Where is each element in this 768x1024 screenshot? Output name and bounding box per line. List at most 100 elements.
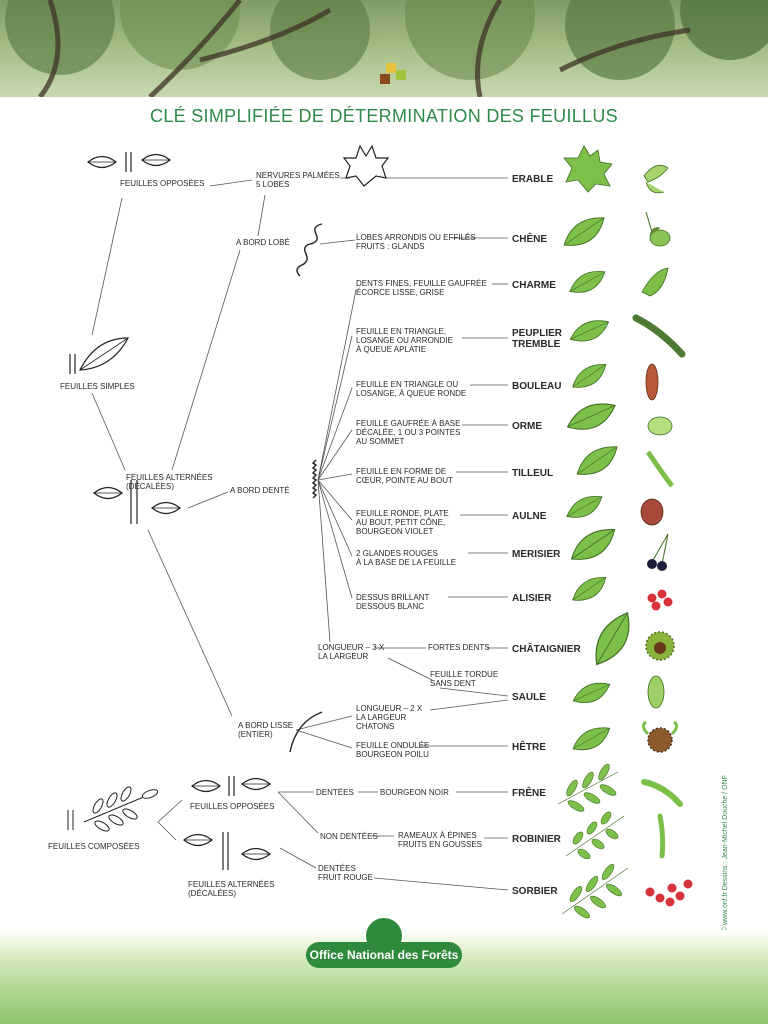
smooth-edge-label-2: (ENTIER) (238, 730, 273, 739)
species-frene: FRÊNE (512, 786, 546, 799)
compound-leaf-icon (67, 786, 159, 832)
ash-seed-icon (641, 779, 683, 807)
criteria-rameaux-1: RAMEAUX À ÉPINES (398, 831, 477, 840)
fruits (632, 164, 693, 907)
compound-alternate-icon (183, 832, 271, 870)
palmate-label-1: NERVURES PALMÉES (256, 171, 340, 180)
tree-canopy-image (5, 0, 768, 97)
criteria-dentees: DENTÉES (316, 788, 354, 797)
criteria-longueur2-1: LONGUEUR – 2 X (356, 704, 423, 713)
compound-leaves-label: FEUILLES COMPOSÉES (48, 842, 140, 851)
species-names: ERABLE CHÊNE CHARME PEUPLIER TREMBLE BOU… (512, 174, 581, 897)
criteria-peuplier-1: FEUILLE EN TRIANGLE, (356, 327, 446, 336)
simple-leaves-label: FEUILLES SIMPLES (60, 382, 135, 391)
acorn-fruit-icon (645, 211, 671, 247)
ash-leaf-icon (557, 763, 619, 812)
lobed-edge-label: A BORD LOBÉ (236, 238, 290, 247)
criteria-tilleul-1: FEUILLE EN FORME DE (356, 467, 446, 476)
criteria-dentees-rouge-1: DENTÉES (318, 864, 356, 873)
criteria-charme-1: DENTS FINES, FEUILLE GAUFRÉE (356, 279, 487, 288)
pod-fruit-icon (657, 813, 666, 859)
leaf-key-diagram: FEUILLES OPPOSÉES FEUILLES SIMPLES FEUIL… (48, 144, 693, 919)
species-orme: ORME (512, 421, 542, 432)
elm-leaf-icon (562, 397, 621, 437)
locust-leaf-icon (565, 811, 625, 860)
species-merisier: MERISIER (512, 549, 561, 560)
criteria-orme-1: FEUILLE GAUFRÉE À BASE (356, 419, 460, 428)
poplar-leaf-icon (566, 315, 613, 347)
species-leaves (557, 145, 641, 919)
species-aulne: AULNE (512, 511, 547, 522)
onf-logo: Office National des Forêts (306, 942, 462, 968)
oak-leaf-icon (558, 210, 611, 254)
species-hetre: HÊTRE (512, 740, 546, 753)
criteria-peuplier-2: LOSANGE OU ARRONDIE (356, 336, 453, 345)
birch-leaf-icon (567, 358, 612, 394)
rowan-berries-icon (645, 879, 693, 907)
species-tilleul: TILLEUL (512, 468, 553, 479)
criteria-labels: LOBES ARRONDIS OU EFFILÉS FRUITS : GLAND… (316, 233, 498, 882)
alternate-leaves-icon (93, 480, 181, 524)
elm-fruit-icon (647, 416, 673, 436)
beech-leaf-icon (568, 721, 615, 757)
catkin-fruit-icon (632, 314, 686, 358)
species-saule: SAULE (512, 692, 546, 703)
beechnut-icon (641, 720, 679, 753)
compound-alternate-label-1: FEUILLES ALTERNÉES (188, 880, 275, 889)
maple-outline-icon (342, 144, 390, 187)
birch-catkin-icon (645, 363, 659, 401)
page-title: CLÉ SIMPLIFIÉE DE DÉTERMINATION DES FEUI… (150, 106, 618, 126)
criteria-tordue-2: SANS DENT (430, 679, 476, 688)
criteria-orme-3: AU SOMMET (356, 437, 405, 446)
branch-lines (91, 177, 509, 891)
forest-banner (0, 0, 768, 97)
simple-alternate-label-1: FEUILLES ALTERNÉES (126, 473, 213, 482)
species-robinier: ROBINIER (512, 834, 562, 845)
criteria-bouleau-1: FEUILLE EN TRIANGLE OU (356, 380, 458, 389)
criteria-merisier-2: À LA BASE DE LA FEUILLE (356, 558, 456, 567)
criteria-tordue-1: FEUILLE TORDUE (430, 670, 498, 679)
criteria-dentees-rouge-2: FRUIT ROUGE (318, 873, 373, 882)
maple-leaf-icon (563, 145, 613, 193)
linden-fruit-icon (645, 450, 675, 488)
samara-fruit-icon (643, 164, 669, 194)
whitebeam-berries-icon (647, 589, 673, 611)
opposite-leaves-icon (87, 152, 171, 172)
criteria-non-dentees: NON DENTÉES (320, 832, 378, 841)
criteria-tilleul-2: CŒUR, POINTE AU BOUT (356, 476, 453, 485)
species-chataignier: CHÂTAIGNIER (512, 642, 581, 655)
whitebeam-leaf-icon (567, 571, 612, 607)
alder-leaf-icon (562, 490, 607, 524)
criteria-orme-2: DÉCALÉE, 1 OU 3 POINTES (356, 428, 460, 437)
hornbeam-fruit-icon (641, 267, 669, 297)
criteria-aulne-2: AU BOUT, PETIT CÔNE, (356, 518, 445, 527)
criteria-longueur3-2: LA LARGEUR (318, 652, 368, 661)
species-chene: CHÊNE (512, 232, 547, 245)
compound-alternate-label-2: (DÉCALÉES) (188, 889, 236, 898)
criteria-aulne-3: BOURGEON VIOLET (356, 527, 433, 536)
toothed-edge-label: A BORD DENTÉ (230, 486, 290, 495)
hornbeam-leaf-icon (565, 265, 610, 299)
simple-opposite-label: FEUILLES OPPOSÉES (120, 179, 204, 188)
species-bouleau: BOULEAU (512, 381, 561, 392)
smooth-edge-icon (289, 711, 323, 753)
smooth-edge-label-1: A BORD LISSE (238, 721, 293, 730)
criteria-fortes-dents: FORTES DENTS (428, 643, 490, 652)
alder-cone-icon (640, 498, 664, 526)
species-peuplier-2: TREMBLE (512, 339, 561, 350)
lobed-edge-icon (296, 223, 323, 277)
criteria-longueur2-2: LA LARGEUR (356, 713, 406, 722)
toothed-edge-icon (311, 459, 318, 499)
image-credit: © www.onf.fr Dessins : Jean-Michel Douch… (722, 775, 729, 932)
cherry-fruit-icon (647, 533, 669, 571)
willow-leaf-icon (569, 677, 614, 709)
simple-leaf-icon (69, 337, 130, 374)
species-peuplier-1: PEUPLIER (512, 328, 563, 339)
criteria-chene-2: FRUITS : GLANDS (356, 242, 424, 251)
criteria-longueur3-1: LONGUEUR – 3 X (318, 643, 385, 652)
criteria-alisier-1: DESSUS BRILLANT (356, 593, 429, 602)
criteria-longueur2-3: CHATONS (356, 722, 394, 731)
criteria-peuplier-3: À QUEUE APLATIE (356, 345, 426, 354)
criteria-bouleau-2: LOSANGE, À QUEUE RONDE (356, 389, 466, 398)
chestnut-leaf-icon (584, 606, 641, 672)
